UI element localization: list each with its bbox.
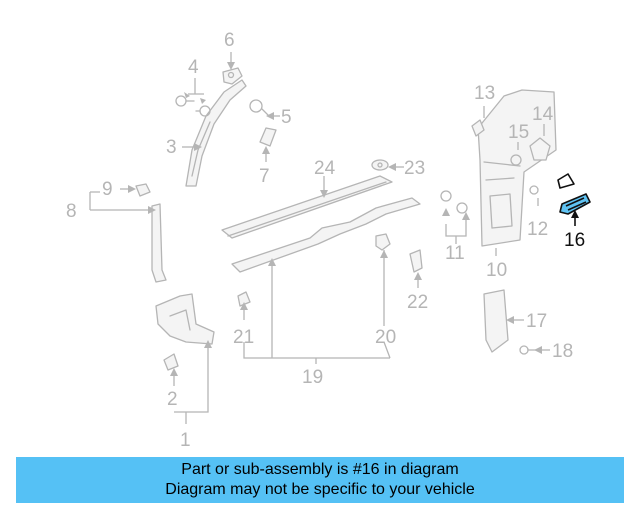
part-10-b-pillar-trim (477, 89, 557, 247)
callout-21: 21 (233, 327, 254, 348)
callout-11: 11 (445, 243, 465, 264)
callout-16: 16 (564, 230, 585, 251)
part-5-screw (249, 99, 269, 116)
callout-14: 14 (532, 104, 554, 125)
part-6-clip (222, 67, 243, 85)
callout-17: 17 (526, 311, 547, 332)
part-20-trim (375, 233, 391, 251)
part-24-sill-plate (221, 175, 393, 239)
callout-4: 4 (188, 57, 199, 78)
part-4-fasteners (175, 95, 211, 117)
callout-19: 19 (302, 367, 323, 388)
callout-24: 24 (314, 158, 336, 179)
callout-2: 2 (167, 389, 178, 410)
callout-13: 13 (474, 83, 495, 104)
info-banner: Part or sub-assembly is #16 in diagram D… (16, 457, 624, 503)
callout-18: 18 (552, 341, 573, 362)
callout-12: 12 (527, 219, 548, 240)
part-12-screw (529, 185, 539, 195)
part-21-clip (237, 291, 251, 307)
callout-20: 20 (375, 327, 396, 348)
part-16-highlighted (557, 173, 591, 215)
part-15-screw (510, 154, 522, 166)
part-8-lower-trim (151, 203, 167, 283)
part-13-clip (471, 119, 485, 137)
callout-5: 5 (281, 107, 292, 128)
banner-line-2: Diagram may not be specific to your vehi… (165, 481, 475, 498)
part-19-scuff-plate (231, 197, 421, 273)
callout-23: 23 (404, 158, 425, 179)
callout-1: 1 (180, 430, 191, 451)
callout-22: 22 (407, 292, 428, 313)
part-22-cap (409, 249, 423, 273)
callout-10: 10 (486, 260, 507, 281)
part-14-bracket (529, 137, 551, 161)
banner-line-1: Part or sub-assembly is #16 in diagram (181, 461, 459, 478)
callout-3: 3 (166, 137, 177, 158)
callout-7: 7 (259, 166, 270, 187)
part-2-clip (163, 353, 179, 371)
part-23-grommet (371, 159, 389, 171)
part-11-screws (440, 190, 468, 214)
callout-6: 6 (224, 30, 235, 51)
parts-diagram: 6 3 4 5 7 8 9 (66, 30, 591, 451)
part-3-pillar-trim (185, 79, 247, 187)
part-1-kick-panel (155, 293, 215, 345)
part-9-clip (135, 183, 151, 197)
part-7-bracket (259, 127, 277, 147)
callout-15: 15 (508, 122, 529, 143)
callout-8: 8 (66, 201, 77, 222)
part-17-lower-b-pillar (483, 289, 509, 353)
callout-9: 9 (102, 179, 113, 200)
